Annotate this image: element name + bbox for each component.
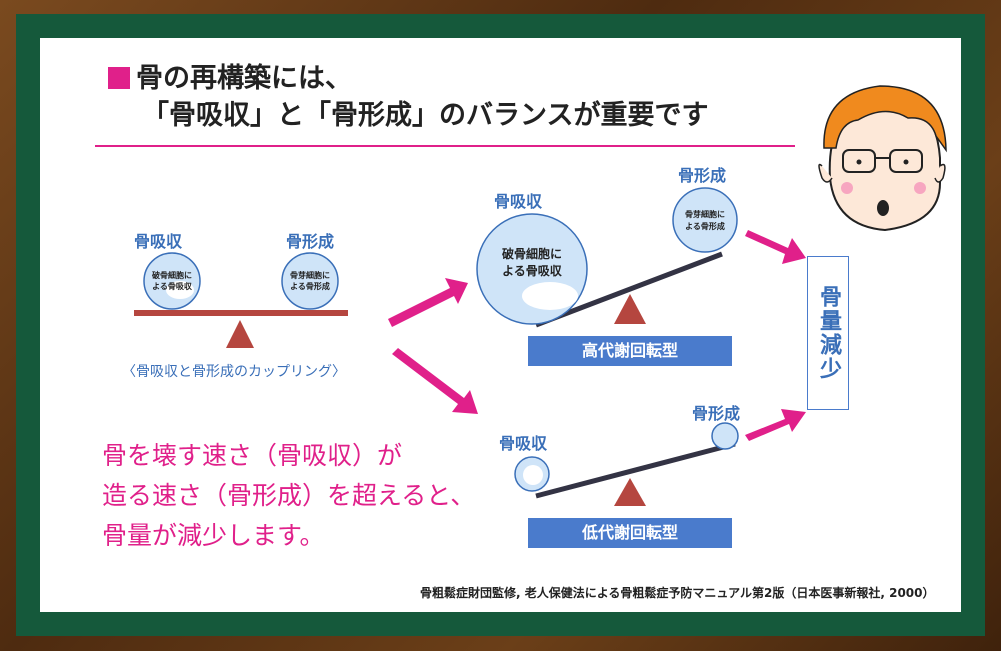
left-formation-text-2: よる骨形成	[290, 282, 330, 291]
diagram-panel: 骨の再構築には、 「骨吸収」と「骨形成」のバランスが重要です	[40, 38, 961, 612]
high-label-resorption: 骨吸収	[494, 192, 543, 211]
left-formation-text-1: 骨芽細胞に	[290, 271, 330, 280]
high-resorption-hole	[522, 282, 578, 310]
right-eye-icon	[903, 159, 909, 165]
left-ear-icon	[818, 163, 833, 183]
title-line-2: 「骨吸収」と「骨形成」のバランスが重要です	[142, 100, 709, 131]
hair-icon	[823, 85, 947, 153]
left-resorption-hole	[166, 281, 194, 299]
arrow-high-result-icon	[745, 230, 806, 264]
balanced-seesaw	[134, 252, 348, 348]
left-resorption-text-2: よる骨吸収	[152, 282, 192, 291]
surprised-face-illustration	[818, 85, 947, 232]
low-turnover-seesaw	[514, 422, 739, 506]
low-label-resorption: 骨吸収	[499, 434, 548, 453]
left-formation-text: 骨芽細胞に よる骨形成	[282, 270, 338, 292]
low-turnover-type: 低代謝回転型	[528, 518, 732, 548]
right-ear-icon	[934, 163, 946, 183]
source-citation: 骨粗鬆症財団監修, 老人保健法による骨粗鬆症予防マニュアル第2版（日本医事新報社…	[420, 586, 935, 600]
title-bullet-icon	[108, 67, 130, 89]
left-formation-circle	[281, 252, 339, 310]
high-label-formation: 骨形成	[678, 166, 727, 185]
arrow-to-high-icon	[388, 278, 468, 327]
note-line-3: 骨量が減少します。	[102, 521, 325, 550]
left-cheek-icon	[841, 182, 853, 194]
high-formation-text-1: 骨芽細胞に	[685, 210, 725, 219]
left-resorption-text-1: 破骨細胞に	[152, 271, 192, 280]
high-resorption-text-1: 破骨細胞に	[501, 247, 562, 261]
mouth-icon	[877, 200, 889, 216]
title-line-1: 骨の再構築には、	[136, 63, 352, 94]
left-label-resorption: 骨吸収	[134, 232, 183, 251]
low-fulcrum	[614, 478, 646, 506]
arrow-to-low-icon	[392, 348, 478, 414]
high-turnover-seesaw	[476, 187, 738, 328]
low-label-formation: 骨形成	[692, 404, 741, 423]
high-formation-text: 骨芽細胞に よる骨形成	[673, 209, 737, 233]
low-resorption-hole	[523, 465, 543, 485]
high-turnover-type: 高代謝回転型	[528, 336, 732, 366]
note-line-1: 骨を壊す速さ（骨吸収）が	[102, 441, 403, 470]
high-beam	[535, 251, 723, 328]
left-eye-icon	[856, 159, 862, 165]
high-resorption-text-2: よる骨吸収	[502, 264, 562, 278]
bone-loss-result: 骨量減少	[807, 256, 849, 410]
diagram-graphics	[134, 85, 947, 506]
explanation-note: 骨を壊す速さ（骨吸収）が 造る速さ（骨形成）を超えると、 骨量が減少します。	[102, 436, 475, 556]
left-fulcrum	[226, 320, 254, 348]
low-beam	[535, 441, 736, 499]
left-glasses-lens-icon	[842, 149, 876, 173]
high-formation-text-2: よる骨形成	[685, 222, 725, 231]
left-label-formation: 骨形成	[286, 232, 335, 251]
page-title: 骨の再構築には、 「骨吸収」と「骨形成」のバランスが重要です	[108, 60, 708, 134]
right-glasses-lens-icon	[889, 149, 923, 173]
left-resorption-text: 破骨細胞に よる骨吸収	[144, 270, 200, 292]
arrows	[388, 230, 806, 441]
high-resorption-text: 破骨細胞に よる骨吸収	[486, 246, 578, 280]
arrow-low-result-icon	[745, 409, 806, 441]
low-formation-circle	[711, 422, 739, 450]
note-line-2: 造る速さ（骨形成）を超えると、	[102, 481, 476, 510]
coupling-caption: 〈骨吸収と骨形成のカップリング〉	[122, 364, 346, 380]
left-beam	[134, 310, 348, 316]
right-cheek-icon	[914, 182, 926, 194]
high-formation-circle	[672, 187, 738, 253]
high-fulcrum	[614, 294, 646, 324]
title-underline	[95, 145, 795, 147]
